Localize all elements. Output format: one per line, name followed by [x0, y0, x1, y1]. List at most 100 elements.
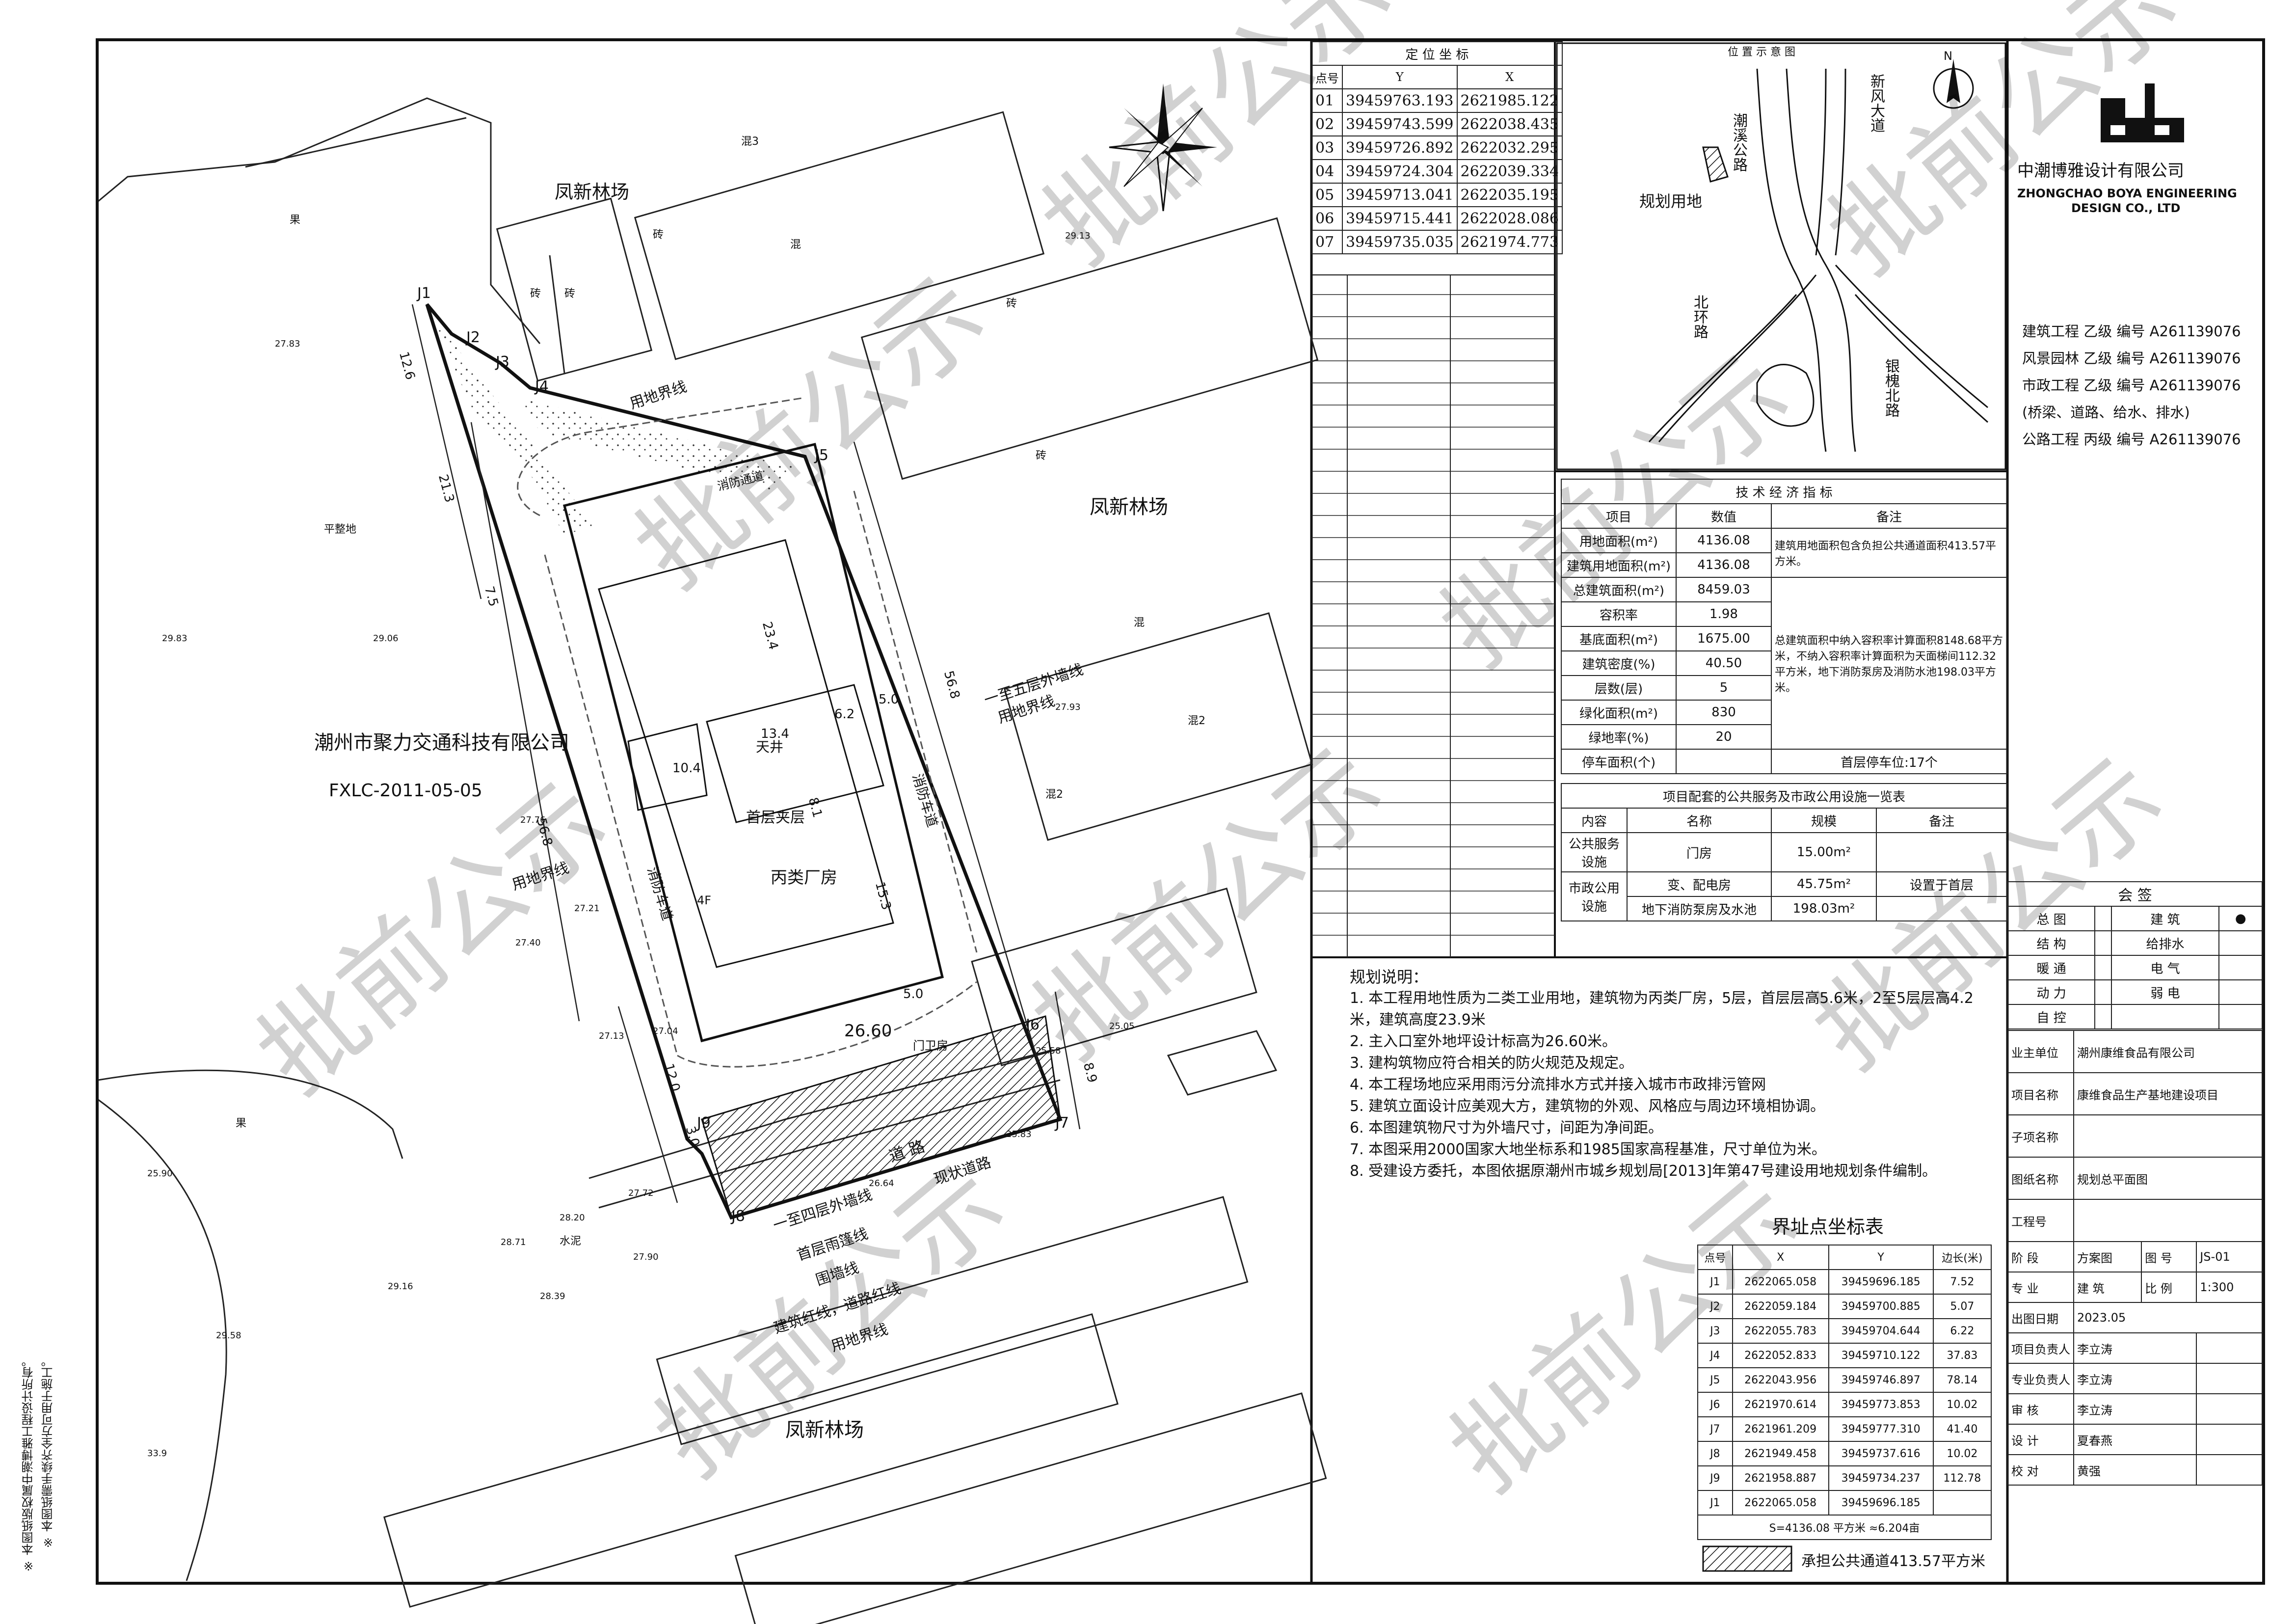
staff-role: 专业负责人	[2007, 1363, 2074, 1394]
building-floor-label: 4F	[697, 893, 712, 907]
bnd-edge: 10.02	[1932, 1441, 1992, 1466]
spot-elevation: 28.71	[501, 1237, 526, 1247]
eco-header: 数值	[1676, 503, 1772, 529]
coord-cell: 07	[1311, 230, 1343, 254]
bnd-cell: J1	[1697, 1490, 1733, 1516]
north-arrow-icon	[1109, 83, 1217, 212]
spot-elevation: 25.58	[1036, 1046, 1061, 1056]
dim-label: 13.4	[761, 727, 789, 741]
bnd-cell: 39459700.885	[1828, 1294, 1934, 1319]
staff-row: 设 计夏春燕	[2007, 1424, 2263, 1455]
bnd-cell: 2622055.783	[1732, 1318, 1829, 1344]
staff-role: 审 核	[2007, 1393, 2074, 1425]
staff-row: 校 对黄强	[2007, 1454, 2263, 1486]
signoff-cell	[2110, 1004, 2220, 1029]
eco-value: 40.50	[1676, 650, 1772, 676]
signoff-cell: 弱 电	[2110, 979, 2220, 1005]
bnd-edge: 6.22	[1932, 1318, 1992, 1344]
spot-elevation: 29.83	[162, 633, 187, 644]
eco-item: 绿化面积(m²)	[1561, 700, 1677, 725]
drawing-frame	[96, 38, 2265, 1585]
signoff-table: 会 签 总 图建 筑●结 构给排水暖 通电 气动 力弱 电自 控	[2007, 881, 2263, 1029]
signoff-cell	[2218, 930, 2263, 956]
coord-cell: 39459735.035	[1342, 230, 1458, 254]
first-floor-mezz-label: 首层夹层	[746, 809, 805, 826]
coord-cell: 39459763.193	[1342, 88, 1458, 113]
staff-role: 校 对	[2007, 1454, 2074, 1486]
coord-cell: 2621974.773	[1456, 230, 1563, 254]
signoff-row: 结 构给排水	[2007, 930, 2263, 956]
bnd-cell: 39459773.853	[1828, 1392, 1934, 1417]
pub-name: 地下消防泵房及水池	[1627, 896, 1772, 921]
map-symbol: 果	[236, 1117, 247, 1130]
neighbor-code: FXLC-2011-05-05	[329, 781, 482, 801]
pub-note	[1876, 832, 2007, 872]
road-label-chaoxi: 潮溪公路	[1730, 113, 1747, 172]
bnd-cell: 39459696.185	[1828, 1269, 1934, 1295]
bnd-cell: J9	[1697, 1465, 1733, 1491]
coord-cell: 39459713.041	[1342, 183, 1458, 207]
signature	[2196, 1454, 2263, 1486]
qualification-item: 风景园林 乙级 编号 A261139076	[2022, 350, 2241, 367]
eco-value	[1676, 749, 1772, 774]
bnd-cell: J4	[1697, 1343, 1733, 1368]
signoff-cell: 电 气	[2110, 955, 2220, 980]
note-item: 2. 主入口室外地坪设计标高为26.60米。	[1350, 1033, 1617, 1050]
point-j2: J2	[466, 329, 480, 346]
forest-label-right: 凤新林场	[1090, 496, 1168, 518]
pub-group: 市政公用设施	[1561, 871, 1628, 921]
owner-label: 业主单位	[2007, 1030, 2074, 1073]
dim-label: 6.2	[834, 707, 855, 722]
spot-elevation: 29.06	[373, 633, 399, 644]
note-item: 4. 本工程场地应采用雨污分流排水方式并接入城市市政排污管网	[1350, 1076, 1766, 1093]
bnd-cell: 2621961.209	[1732, 1416, 1829, 1442]
signoff-cell	[2094, 906, 2112, 931]
map-symbol: 砖	[1036, 450, 1047, 462]
pub-name: 变、配电房	[1627, 871, 1772, 897]
bnd-cell: J1	[1697, 1269, 1733, 1295]
job-value	[2073, 1199, 2263, 1242]
company-name-cn: 中潮博雅设计有限公司	[2017, 161, 2184, 181]
bnd-cell: J2	[1697, 1294, 1733, 1319]
coord-cell: 39459715.441	[1342, 206, 1458, 231]
signoff-cell	[2218, 955, 2263, 980]
eco-header: 备注	[1771, 503, 2007, 529]
pub-group: 公共服务设施	[1561, 832, 1628, 872]
spot-elevation: 28.39	[540, 1291, 565, 1301]
bnd-cell: J5	[1697, 1367, 1733, 1393]
map-symbol: 混	[790, 239, 801, 251]
dim-label: 5.0	[903, 987, 924, 1001]
qualification-item: 建筑工程 乙级 编号 A261139076	[2022, 323, 2241, 340]
signature	[2196, 1393, 2263, 1425]
eco-row: 绿地率(%)20	[1561, 724, 2007, 750]
staff-row: 专业负责人李立涛	[2007, 1363, 2263, 1394]
pub-header: 内容	[1561, 808, 1628, 833]
location-map-title: 位 置 示 意 图	[1728, 46, 1795, 58]
map-symbol: 砖	[530, 288, 541, 300]
spot-elevation: 25.83	[1006, 1129, 1032, 1139]
drawno-value: JS-01	[2196, 1241, 2263, 1272]
eco-value: 5	[1676, 675, 1772, 701]
eco-row: 建筑用地面积(m²)4136.08	[1561, 552, 2007, 578]
forest-label-top: 凤新林场	[555, 181, 630, 203]
staff-row: 项目负责人李立涛	[2007, 1332, 2263, 1364]
spot-elevation: 28.20	[560, 1213, 585, 1223]
building-label: 丙类厂房	[771, 868, 837, 888]
spot-elevation: 27.21	[574, 903, 600, 914]
bnd-header: 点号	[1697, 1245, 1733, 1270]
signoff-row: 总 图建 筑●	[2007, 906, 2263, 931]
spot-elevation: 27.72	[628, 1188, 654, 1198]
subproject-label: 子项名称	[2007, 1114, 2074, 1158]
pub-header: 名称	[1627, 808, 1772, 833]
drawno-label: 图 号	[2141, 1241, 2197, 1272]
